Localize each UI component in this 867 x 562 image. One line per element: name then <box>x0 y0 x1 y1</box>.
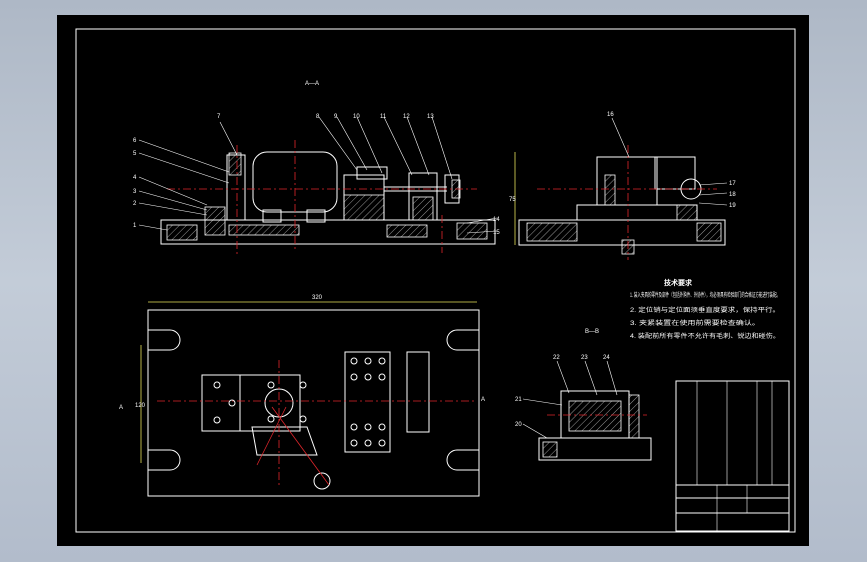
notes-title: 技术要求 <box>664 278 693 287</box>
part-label-4: 4 <box>133 175 137 181</box>
part-label-11: 11 <box>380 114 387 120</box>
cad-drawing: A—A <box>75 28 796 533</box>
part-label-9: 9 <box>334 114 338 120</box>
part-label-12: 12 <box>403 114 410 120</box>
note-line-3: 3. 夹紧装置在使用前需要检查确认。 <box>630 319 760 327</box>
title-block <box>675 380 790 532</box>
part-label-2: 2 <box>133 201 137 207</box>
plan-bolts <box>213 357 386 447</box>
plan-view: 320 120 A A <box>119 295 485 497</box>
part-label-1: 1 <box>133 223 137 229</box>
technical-notes: 技术要求 1. 装入夹具的零件及部件（包括外购件、外协件），均必须具有检验部门的… <box>630 278 780 340</box>
side-height-dim: 75 <box>509 197 516 203</box>
part-label-8: 8 <box>316 114 320 120</box>
plan-height-dim: 120 <box>135 403 146 409</box>
part-label-13: 13 <box>427 114 434 120</box>
side-view: 75 16 17 18 19 <box>509 112 736 260</box>
note-line-2: 2. 定位销与定位面须垂直度要求，保持平行。 <box>630 306 780 314</box>
part-label-17: 17 <box>729 181 736 187</box>
part-label-3: 3 <box>133 189 137 195</box>
part-label-6: 6 <box>133 138 137 144</box>
plan-width-dim: 320 <box>312 295 323 301</box>
part-label-24: 24 <box>603 355 610 361</box>
part-label-14: 14 <box>493 217 500 223</box>
part-label-18: 18 <box>729 192 736 198</box>
note-line-4: 4. 装配前所有零件不允许有毛刺、锐边和碰伤。 <box>630 332 780 340</box>
section-bb-title: B—B <box>585 329 599 335</box>
section-bb-view: B—B 22 23 24 21 20 <box>515 329 652 461</box>
inner-frame <box>75 28 796 533</box>
view-arrow-a-right: A <box>481 397 485 403</box>
view-arrow-a-left: A <box>119 405 123 411</box>
part-label-5: 5 <box>133 151 137 157</box>
part-label-20: 20 <box>515 422 522 428</box>
part-label-23: 23 <box>581 355 588 361</box>
front-section-view: A—A <box>133 81 500 255</box>
section-aa-title: A—A <box>305 81 319 87</box>
part-label-19: 19 <box>729 203 736 209</box>
part-label-21: 21 <box>515 397 522 403</box>
part-label-7: 7 <box>217 114 221 120</box>
part-label-15: 15 <box>493 230 500 236</box>
part-label-10: 10 <box>353 114 360 120</box>
part-label-16: 16 <box>607 112 614 118</box>
note-line-1: 1. 装入夹具的零件及部件（包括外购件、外协件），均必须具有检验部门的合格证方能… <box>630 291 780 299</box>
drawing-sheet: A—A <box>57 15 809 546</box>
part-label-22: 22 <box>553 355 560 361</box>
